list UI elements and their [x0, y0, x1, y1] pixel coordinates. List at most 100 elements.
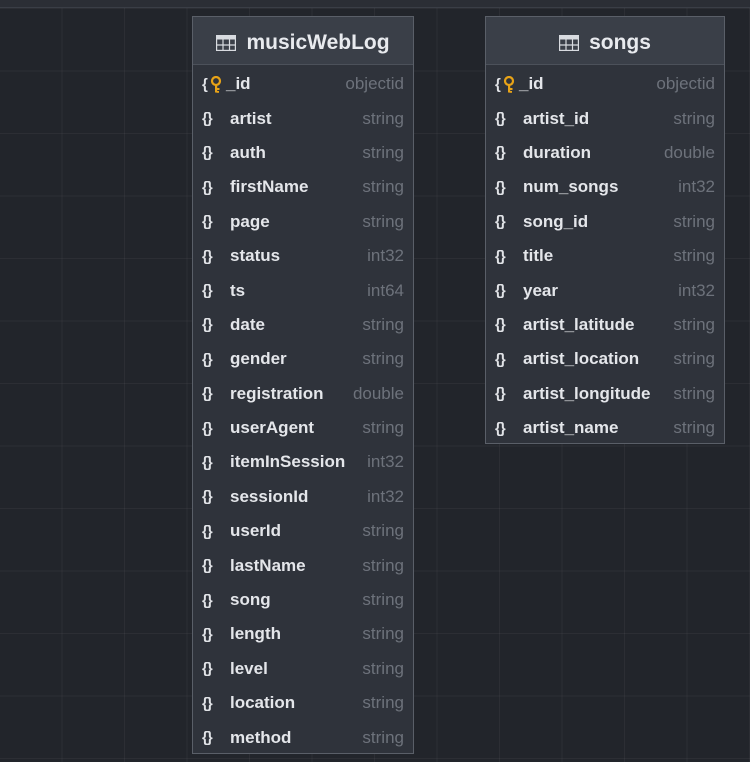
field-type: string	[362, 693, 404, 713]
field-name: _id	[519, 74, 544, 94]
entity-header[interactable]: musicWebLog	[193, 17, 413, 65]
braces-icon: {}	[202, 110, 213, 128]
braces-icon: {}	[202, 350, 213, 368]
field-type: int32	[367, 486, 404, 506]
field-row[interactable]: {} artist_name string	[486, 411, 724, 445]
braces-icon: {}	[495, 419, 506, 437]
field-type: string	[362, 624, 404, 644]
braces-icon: {}	[202, 453, 213, 471]
field-name: artist_longitude	[523, 383, 651, 403]
field-name: page	[230, 211, 270, 231]
field-row[interactable]: {} page string	[193, 205, 413, 239]
field-type: string	[673, 246, 715, 266]
field-type: string	[362, 142, 404, 162]
field-type: int32	[367, 452, 404, 472]
braces-icon: {}	[202, 213, 213, 231]
field-type: int64	[367, 280, 404, 300]
field-type: double	[352, 383, 404, 403]
field-type: string	[673, 349, 715, 369]
braces-icon: {}	[202, 385, 213, 403]
field-type: string	[362, 211, 404, 231]
field-name: sessionId	[230, 486, 309, 506]
field-type: string	[362, 418, 404, 438]
braces-icon: {}	[202, 522, 213, 540]
field-row[interactable]: {} userId string	[193, 514, 413, 548]
field-type: string	[673, 418, 715, 438]
field-type: string	[673, 211, 715, 231]
field-type: int32	[367, 246, 404, 266]
entity-header[interactable]: songs	[486, 17, 724, 65]
braces-icon: {}	[495, 178, 506, 196]
field-type: string	[362, 555, 404, 575]
braces-icon: {}	[495, 385, 506, 403]
field-row[interactable]: {} itemInSession int32	[193, 445, 413, 479]
field-name: length	[230, 624, 281, 644]
primary-key-icon: {	[495, 75, 515, 93]
field-type: string	[362, 521, 404, 541]
braces-icon: {}	[202, 247, 213, 265]
field-name: firstName	[230, 177, 309, 197]
braces-icon: {}	[495, 213, 506, 231]
field-name: status	[230, 246, 281, 266]
field-row[interactable]: {} sessionId int32	[193, 480, 413, 514]
braces-icon: {}	[495, 144, 506, 162]
field-name: auth	[230, 142, 266, 162]
field-name: userId	[230, 521, 282, 541]
field-type: int32	[678, 177, 715, 197]
canvas-top-strip	[0, 0, 750, 8]
table-icon	[216, 34, 237, 51]
field-type: string	[673, 383, 715, 403]
field-name: artist_name	[523, 418, 619, 438]
field-name: song	[230, 590, 271, 610]
field-row[interactable]: {} registration double	[193, 377, 413, 411]
field-name: artist_latitude	[523, 314, 635, 334]
field-row[interactable]: {} status int32	[193, 239, 413, 273]
braces-icon: {}	[202, 488, 213, 506]
field-row[interactable]: {} artist_longitude string	[486, 377, 724, 411]
field-type: string	[362, 658, 404, 678]
field-name: itemInSession	[230, 452, 346, 472]
entity-title: musicWebLog	[246, 30, 390, 54]
field-name: registration	[230, 383, 324, 403]
field-name: year	[523, 280, 558, 300]
field-type: string	[673, 108, 715, 128]
field-name: gender	[230, 349, 287, 369]
field-name: artist_location	[523, 349, 640, 369]
braces-icon: {}	[202, 316, 213, 334]
field-type: double	[663, 142, 715, 162]
field-type: string	[362, 314, 404, 334]
braces-icon: {}	[202, 729, 213, 747]
primary-key-icon: {	[202, 75, 222, 93]
field-type: string	[362, 727, 404, 747]
field-type: int32	[678, 280, 715, 300]
field-name: title	[523, 246, 554, 266]
field-type: string	[362, 177, 404, 197]
